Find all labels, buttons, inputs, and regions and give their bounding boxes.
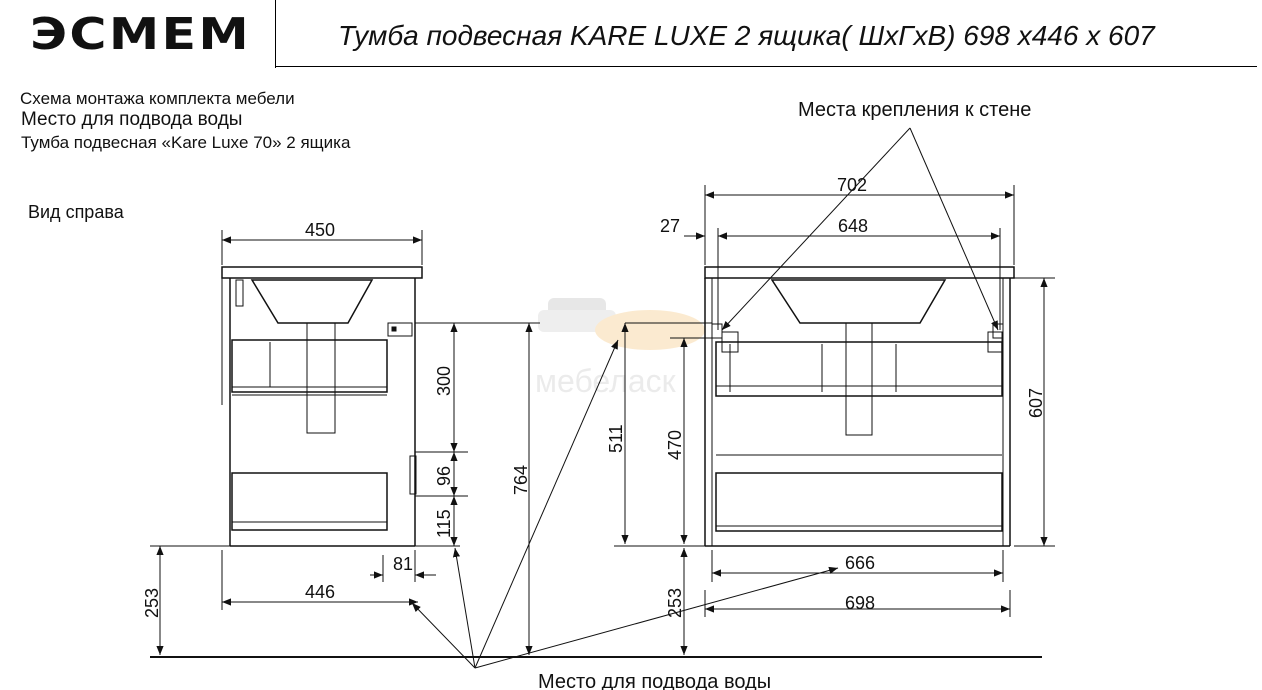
front-countertop bbox=[704, 266, 1015, 279]
dim-27: 27 bbox=[660, 216, 680, 236]
side-view-label: Вид справа bbox=[28, 202, 125, 222]
left-wall-bracket bbox=[711, 323, 723, 339]
dim-607: 607 bbox=[1026, 388, 1046, 418]
front-upper-drawer bbox=[715, 341, 1003, 397]
dim-253-side: 253 bbox=[142, 588, 162, 618]
dim-81: 81 bbox=[393, 554, 413, 574]
callout-leaders bbox=[411, 127, 999, 669]
dim-698: 698 bbox=[845, 593, 875, 613]
side-basin bbox=[250, 279, 374, 324]
side-dimensions bbox=[150, 230, 540, 655]
side-drain-pipe bbox=[306, 322, 336, 434]
description-line-1: Схема монтажа комплекта мебели bbox=[20, 89, 295, 108]
dim-300: 300 bbox=[434, 366, 454, 396]
dim-702: 702 bbox=[837, 175, 867, 195]
brand-logo: ЭСМЕМ bbox=[0, 0, 276, 68]
logo-text: ЭСМЕМ bbox=[30, 9, 252, 60]
watermark: мебеласк bbox=[535, 298, 705, 399]
side-lower-drawer bbox=[231, 472, 388, 531]
header-divider bbox=[275, 66, 1257, 67]
front-view bbox=[704, 266, 1015, 547]
dim-470: 470 bbox=[665, 430, 685, 460]
dim-96: 96 bbox=[434, 466, 454, 486]
wall-mount-callout: Места крепления к стене bbox=[798, 99, 1031, 121]
dim-253-front: 253 bbox=[665, 588, 685, 618]
dim-115: 115 bbox=[434, 509, 454, 538]
dim-446: 446 bbox=[305, 582, 335, 602]
front-lower-drawer bbox=[715, 472, 1003, 532]
description-line-2: Место для подвода воды bbox=[21, 109, 243, 130]
dim-511: 511 bbox=[606, 424, 626, 453]
front-basin bbox=[770, 279, 947, 324]
dim-450: 450 bbox=[305, 220, 335, 240]
dim-764: 764 bbox=[511, 465, 531, 495]
dim-648: 648 bbox=[838, 216, 868, 236]
front-drain-pipe bbox=[845, 322, 873, 436]
side-countertop bbox=[221, 266, 423, 279]
side-view bbox=[221, 266, 423, 547]
front-dimensions bbox=[614, 185, 1055, 655]
dim-666: 666 bbox=[845, 553, 875, 573]
page-title: Тумба подвесная KARE LUXE 2 ящика( ШхГхВ… bbox=[338, 20, 1155, 51]
right-wall-bracket bbox=[992, 323, 1004, 339]
side-bracket bbox=[387, 322, 413, 337]
side-upper-drawer bbox=[231, 339, 388, 393]
description-line-3: Тумба подвесная «Kare Luxe 70» 2 ящика bbox=[21, 133, 351, 152]
water-supply-callout: Место для подвода воды bbox=[538, 671, 771, 690]
